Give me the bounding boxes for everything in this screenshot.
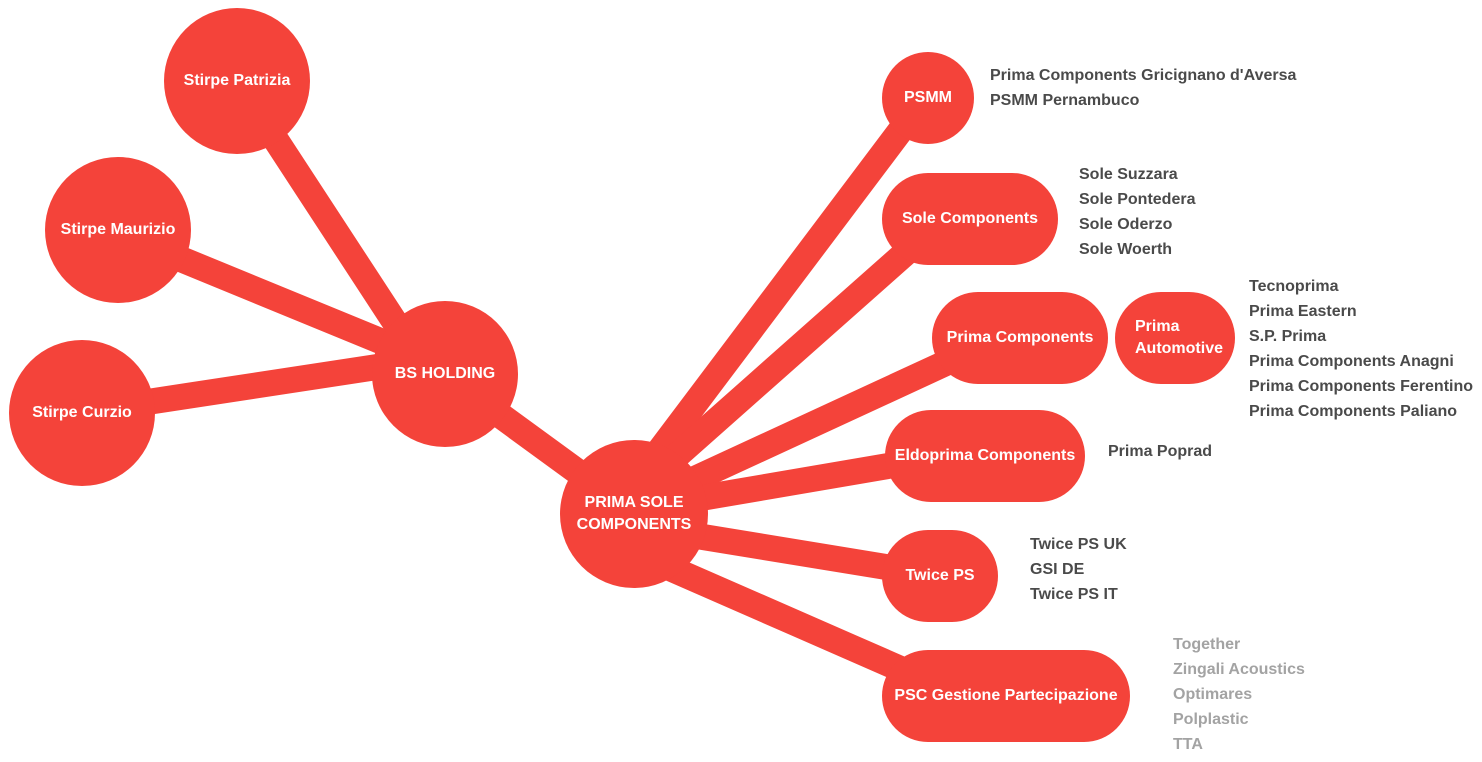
list-item: Sole Woerth	[1079, 241, 1173, 258]
automotive-line-2: Automotive	[1135, 340, 1223, 357]
list-item: Prima Components Paliano	[1249, 403, 1458, 420]
edge-core-psmm	[632, 85, 938, 483]
list-item: Prima Poprad	[1108, 443, 1213, 460]
node-sole-components: Sole Components	[882, 173, 1058, 265]
automotive-subsidiaries: Tecnoprima Prima Eastern S.P. Prima Prim…	[1249, 274, 1473, 424]
list-item: Prima Components Ferentino	[1249, 378, 1474, 395]
list-item: Twice PS IT	[1030, 586, 1118, 603]
node-psc-gestione: PSC Gestione Partecipazione	[882, 650, 1130, 742]
sole-subsidiaries: Sole Suzzara Sole Pontedera Sole Oderzo …	[1079, 162, 1195, 262]
list-item: S.P. Prima	[1249, 328, 1327, 345]
list-item: Prima Components Anagni	[1249, 353, 1454, 370]
node-prima-components: Prima Components	[932, 292, 1108, 384]
node-bs-holding: BS HOLDING	[372, 301, 518, 447]
node-twice-ps: Twice PS	[882, 530, 998, 622]
list-item: Polplastic	[1173, 711, 1249, 728]
node-prima-sole-components: PRIMA SOLE COMPONENTS	[560, 440, 708, 588]
node-eldoprima-components: Eldoprima Components	[885, 410, 1085, 502]
list-item: Prima Eastern	[1249, 303, 1357, 320]
list-item: Sole Pontedera	[1079, 191, 1196, 208]
list-item: Optimares	[1173, 686, 1253, 703]
core-line-1: PRIMA SOLE	[584, 494, 684, 511]
node-psmm: PSMM	[882, 52, 974, 144]
node-stirpe-curzio: Stirpe Curzio	[9, 340, 155, 486]
list-item: PSMM Pernambuco	[990, 92, 1140, 109]
list-item: Sole Suzzara	[1079, 166, 1178, 183]
psmm-subsidiaries: Prima Components Gricignano d'Aversa PSM…	[990, 63, 1296, 113]
list-item: Together	[1173, 636, 1241, 653]
list-item: Sole Oderzo	[1079, 216, 1173, 233]
edge-core-sole	[642, 205, 958, 488]
list-item: Tecnoprima	[1249, 278, 1339, 295]
list-item: Prima Components Gricignano d'Aversa	[990, 67, 1297, 84]
core-line-2: COMPONENTS	[576, 516, 692, 533]
psc-participations: Together Zingali Acoustics Optimares Pol…	[1173, 632, 1305, 757]
list-item: Twice PS UK	[1030, 536, 1127, 553]
list-item: TTA	[1173, 736, 1203, 753]
twice-subsidiaries: Twice PS UK GSI DE Twice PS IT	[1030, 532, 1127, 607]
automotive-line-1: Prima	[1135, 318, 1180, 335]
node-stirpe-maurizio: Stirpe Maurizio	[45, 157, 191, 303]
node-prima-automotive: Prima Automotive	[1115, 292, 1235, 384]
list-item: GSI DE	[1030, 561, 1085, 578]
list-item: Zingali Acoustics	[1173, 661, 1305, 678]
node-stirpe-patrizia: Stirpe Patrizia	[164, 8, 310, 154]
eldoprima-subsidiaries: Prima Poprad	[1108, 439, 1212, 464]
